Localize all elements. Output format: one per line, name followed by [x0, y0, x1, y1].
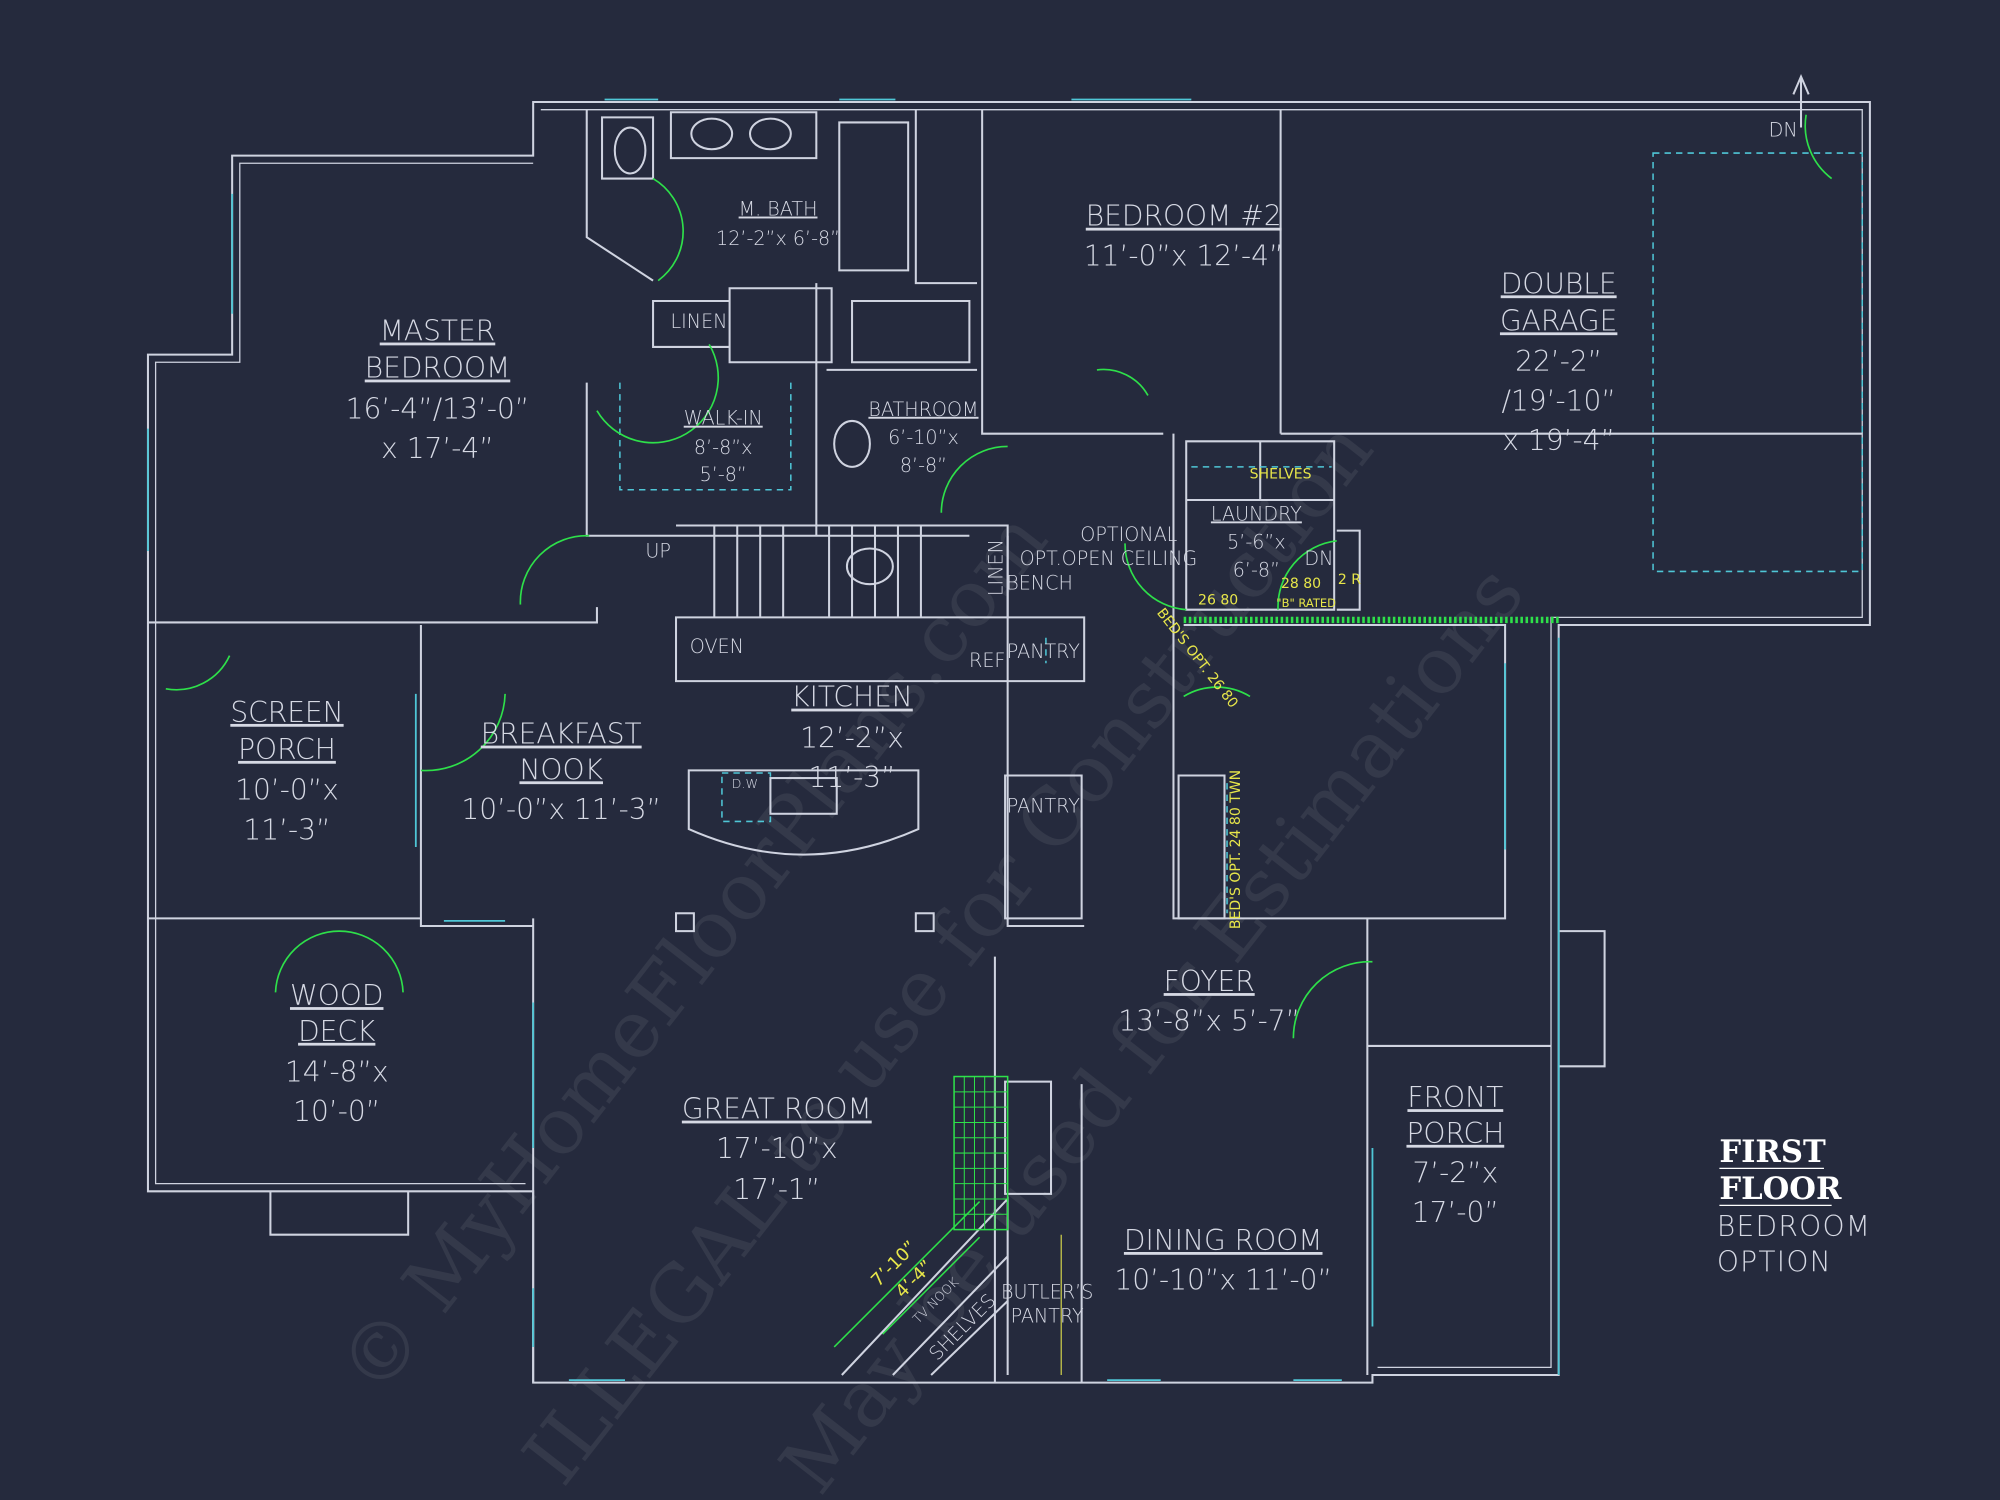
room-dimension: 10’-0”x 11’-3”	[461, 793, 661, 826]
fixtures	[613, 73, 1810, 933]
plan-title-line: FIRST	[1719, 1134, 1826, 1170]
master-bath-dimension: 12’-2”x 6’-8”	[716, 227, 840, 250]
kitchen-label: OVEN REF PANTRY KITCHEN 12’-2”x 11’-3” D…	[690, 635, 1081, 794]
oven-label: OVEN	[690, 635, 744, 658]
foyer-dimension: 13’-8”x 5’-7”	[1118, 1005, 1300, 1038]
room-name: MASTER	[380, 315, 496, 348]
room-dimension: /19’-10”	[1501, 385, 1615, 418]
room-name: PORCH	[1406, 1117, 1504, 1150]
ref-label: REF	[969, 649, 1005, 672]
stair-direction-arrow-icon	[1792, 73, 1810, 128]
room-dimension: 17’-10”x	[716, 1132, 838, 1165]
room-dimension: 17’-1”	[733, 1173, 820, 1206]
toilet-icon	[613, 126, 647, 175]
room-name: PORCH	[238, 733, 336, 766]
plan-title-line: FLOOR	[1719, 1171, 1842, 1207]
wood-deck-label: WOOD DECK 14’-8”x 10’-0”	[285, 979, 389, 1128]
walk-in-dimension: 8’-8”x	[694, 436, 753, 459]
room-dimension: 5’-6”x	[1227, 530, 1286, 553]
room-dimension: 6’-8”	[1233, 559, 1280, 582]
plan-title: FIRST FLOOR BEDROOM OPTION	[1717, 1134, 1871, 1279]
room-name: BREAKFAST	[481, 718, 642, 751]
plan-subtitle-line: OPTION	[1717, 1246, 1832, 1279]
room-name: DECK	[298, 1015, 376, 1048]
butlers-pantry-label: BUTLER’S	[1001, 1280, 1093, 1303]
room-dimension: 22’-2”	[1515, 345, 1602, 378]
room-dimension: 10’-0”	[293, 1095, 380, 1128]
dining-room-dimension: 10’-10”x 11’-0”	[1114, 1264, 1332, 1297]
sink-icon	[690, 117, 734, 151]
room-name: DOUBLE	[1501, 267, 1617, 300]
windows	[147, 98, 1864, 1381]
dishwasher-label: D.W	[732, 777, 758, 792]
fire-rating-note: "B" RATED	[1276, 596, 1336, 610]
master-bath-name: M. BATH	[739, 198, 818, 221]
room-name: GARAGE	[1500, 304, 1617, 337]
room-dimension: 17’-0”	[1412, 1196, 1499, 1229]
doors	[165, 114, 1833, 1039]
kitchen-sink-icon	[769, 777, 838, 815]
room-dimension: 16’-4”/13’-0”	[346, 392, 530, 425]
room-dimension: 14’-8”x	[285, 1056, 389, 1089]
dimension-line	[833, 1200, 981, 1348]
walk-in-dimension: 5’-8”	[700, 463, 747, 486]
room-name: FRONT	[1407, 1081, 1503, 1114]
bathroom-dimension: 8’-8”	[900, 454, 947, 477]
room-name: BEDROOM	[365, 352, 511, 385]
toilet-icon	[845, 547, 894, 586]
pantry-label: PANTRY	[1007, 640, 1080, 663]
room-dimension: 12’-2”x	[800, 721, 904, 754]
shelves-note: SHELVES	[1250, 466, 1312, 482]
foyer-name: FOYER	[1164, 965, 1255, 998]
sink-icon	[748, 117, 792, 151]
room-name: LAUNDRY	[1211, 502, 1302, 525]
bed-option-closet-note: BED'S OPT. 24 80 TWN	[1228, 770, 1244, 929]
risers-note: 2 R	[1338, 572, 1361, 588]
walk-in-name: WALK-IN	[684, 407, 763, 430]
bedroom-2-dimension: 11’-0”x 12’-4”	[1084, 239, 1284, 272]
pantry-label: PANTRY	[1007, 795, 1080, 818]
optional-note: OPTIONAL	[1080, 523, 1177, 546]
screen-porch-label: SCREEN PORCH 10’-0”x 11’-3”	[230, 696, 343, 846]
room-dimension: 11’-3”	[808, 761, 895, 794]
room-name: SCREEN	[230, 696, 343, 729]
plan-subtitle-line: BEDROOM	[1717, 1210, 1871, 1243]
front-porch-label: FRONT PORCH 7’-2”x 17’-0”	[1406, 1081, 1504, 1229]
open-ceiling-note: OPT.OPEN CEILING	[1020, 547, 1198, 570]
room-name: KITCHEN	[791, 681, 913, 714]
stair-up-label: UP	[645, 539, 671, 562]
bathroom-dimension: 6’-10”x	[888, 426, 959, 449]
room-dimension: 10’-0”x	[235, 774, 339, 807]
room-name: NOOK	[519, 753, 603, 786]
room-dimension: 11’-3”	[243, 813, 330, 846]
breakfast-nook-label: BREAKFAST NOOK 10’-0”x 11’-3”	[461, 718, 661, 826]
stair-down-label: DN	[1769, 118, 1798, 141]
bathroom-name: BATHROOM	[868, 398, 978, 421]
door-size-note: 28 80	[1281, 576, 1321, 592]
room-name: WOOD	[290, 979, 383, 1012]
bench-label: BENCH	[1006, 571, 1073, 594]
linen-label: LINEN	[985, 539, 1008, 596]
room-dimension: x 19’-4”	[1502, 424, 1615, 457]
sink-icon	[833, 419, 871, 468]
master-bedroom-label: MASTER BEDROOM 16’-4”/13’-0” x 17’-4”	[346, 315, 530, 465]
room-name: GREAT ROOM	[682, 1093, 872, 1126]
bedroom-2-name: BEDROOM #2	[1086, 200, 1282, 233]
butlers-pantry-label: PANTRY	[1011, 1305, 1084, 1328]
stair-down-label: DN	[1304, 547, 1333, 570]
garage-label: DOUBLE GARAGE 22’-2” /19’-10” x 19’-4” D…	[1500, 118, 1798, 457]
laundry-label: LAUNDRY 5’-6”x 6’-8” SHELVES DN 26 80 28…	[1198, 466, 1361, 610]
linen-label: LINEN	[670, 310, 727, 333]
door-size-note: 26 80	[1198, 593, 1238, 609]
room-dimension: x 17’-4”	[381, 432, 494, 465]
dining-room-name: DINING ROOM	[1124, 1224, 1323, 1257]
room-dimension: 7’-2”x	[1412, 1156, 1498, 1189]
